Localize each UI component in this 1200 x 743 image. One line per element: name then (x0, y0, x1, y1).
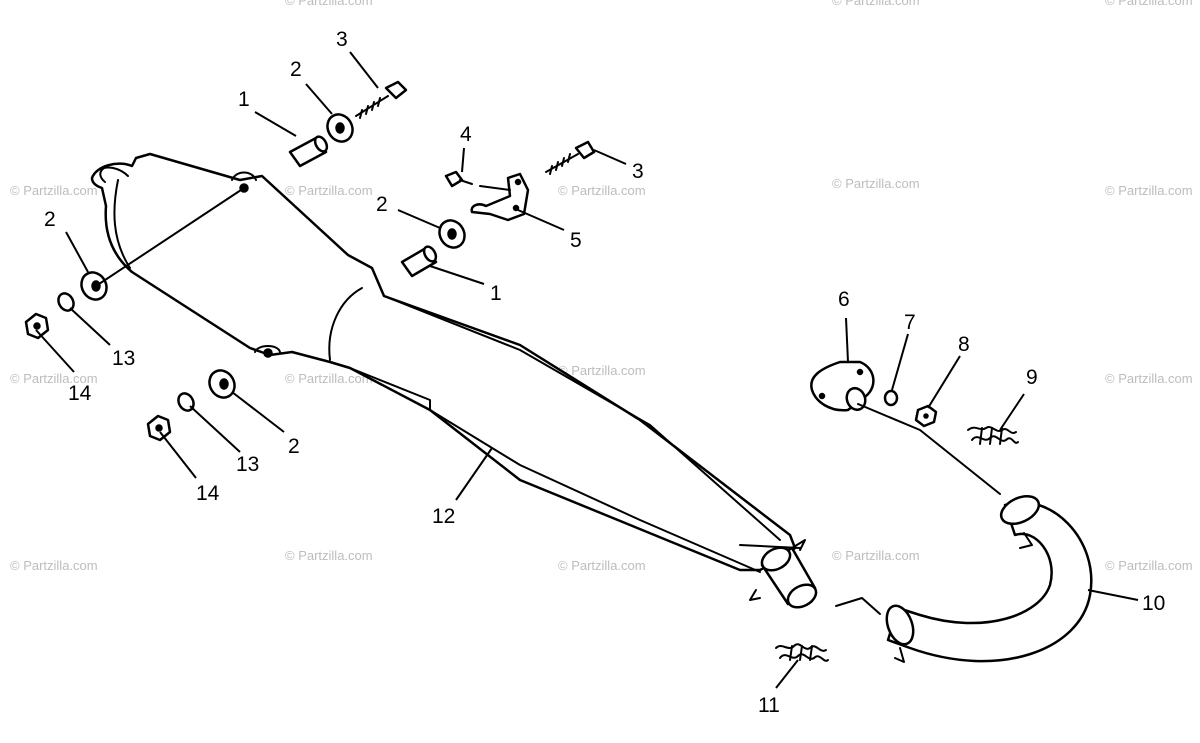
callout-8: 8 (958, 333, 970, 356)
callout-1: 1 (238, 88, 250, 111)
callout-14: 14 (68, 382, 92, 405)
watermark: © Partzilla.com (285, 183, 373, 198)
callout-labels: 1 2 3 4 3 2 5 1 2 13 14 2 13 14 6 7 8 9 … (44, 28, 1165, 717)
bolt-3-right (545, 140, 596, 175)
nut-14-lower (146, 414, 172, 442)
callout-2: 2 (290, 58, 302, 81)
callout-4: 4 (460, 123, 472, 146)
callout-10: 10 (1142, 592, 1165, 615)
callout-12: 12 (432, 505, 455, 528)
callout-6: 6 (838, 288, 850, 311)
callout-3: 3 (632, 160, 644, 183)
watermark: © Partzilla.com (10, 558, 98, 573)
watermark: © Partzilla.com (1105, 183, 1193, 198)
exhaust-pipe (885, 494, 1093, 663)
watermark: © Partzilla.com (285, 548, 373, 563)
callout-11: 11 (758, 694, 780, 717)
collar-1-upper (288, 135, 329, 168)
exhaust-flange (810, 360, 875, 412)
bolt-3-upper (355, 80, 408, 119)
watermark: © Partzilla.com (285, 0, 373, 8)
spring-11 (775, 643, 829, 662)
watermark: © Partzilla.com (1105, 371, 1193, 386)
callout-13: 13 (236, 453, 259, 476)
grommet-2-middle (438, 219, 466, 249)
callout-2: 2 (288, 435, 300, 458)
callout-5: 5 (570, 229, 582, 252)
watermark-layer: © Partzilla.com © Partzilla.com © Partzi… (10, 0, 1193, 573)
callout-13: 13 (112, 347, 135, 370)
watermark: © Partzilla.com (832, 0, 920, 8)
spring-9 (967, 426, 1019, 445)
washer-7 (883, 389, 899, 407)
collar-1-lower (400, 245, 438, 278)
watermark: © Partzilla.com (10, 371, 98, 386)
callout-3: 3 (336, 28, 348, 51)
grommet-2-left (80, 271, 108, 301)
watermark: © Partzilla.com (1105, 0, 1193, 8)
watermark: © Partzilla.com (832, 176, 920, 191)
muffler-outlet (749, 539, 818, 609)
watermark: © Partzilla.com (832, 548, 920, 563)
bolt-4 (444, 170, 473, 188)
muffler-body (90, 152, 801, 573)
watermark: © Partzilla.com (558, 558, 646, 573)
grommet-2-upper (326, 113, 354, 143)
assembly-lines (95, 185, 1001, 615)
callout-2: 2 (376, 193, 388, 216)
bracket-5 (470, 172, 530, 222)
watermark: © Partzilla.com (285, 371, 373, 386)
callout-2: 2 (44, 208, 56, 231)
watermark: © Partzilla.com (1105, 558, 1193, 573)
callout-14: 14 (196, 482, 220, 505)
nut-14-left (24, 312, 50, 340)
grommet-2-lower (208, 369, 236, 399)
callout-1: 1 (490, 282, 502, 305)
nut-8 (914, 404, 938, 428)
callout-7: 7 (904, 311, 916, 334)
watermark: © Partzilla.com (558, 363, 646, 378)
leader-lines (35, 51, 1139, 689)
callout-9: 9 (1026, 366, 1038, 389)
watermark: © Partzilla.com (558, 183, 646, 198)
watermark: © Partzilla.com (10, 183, 98, 198)
